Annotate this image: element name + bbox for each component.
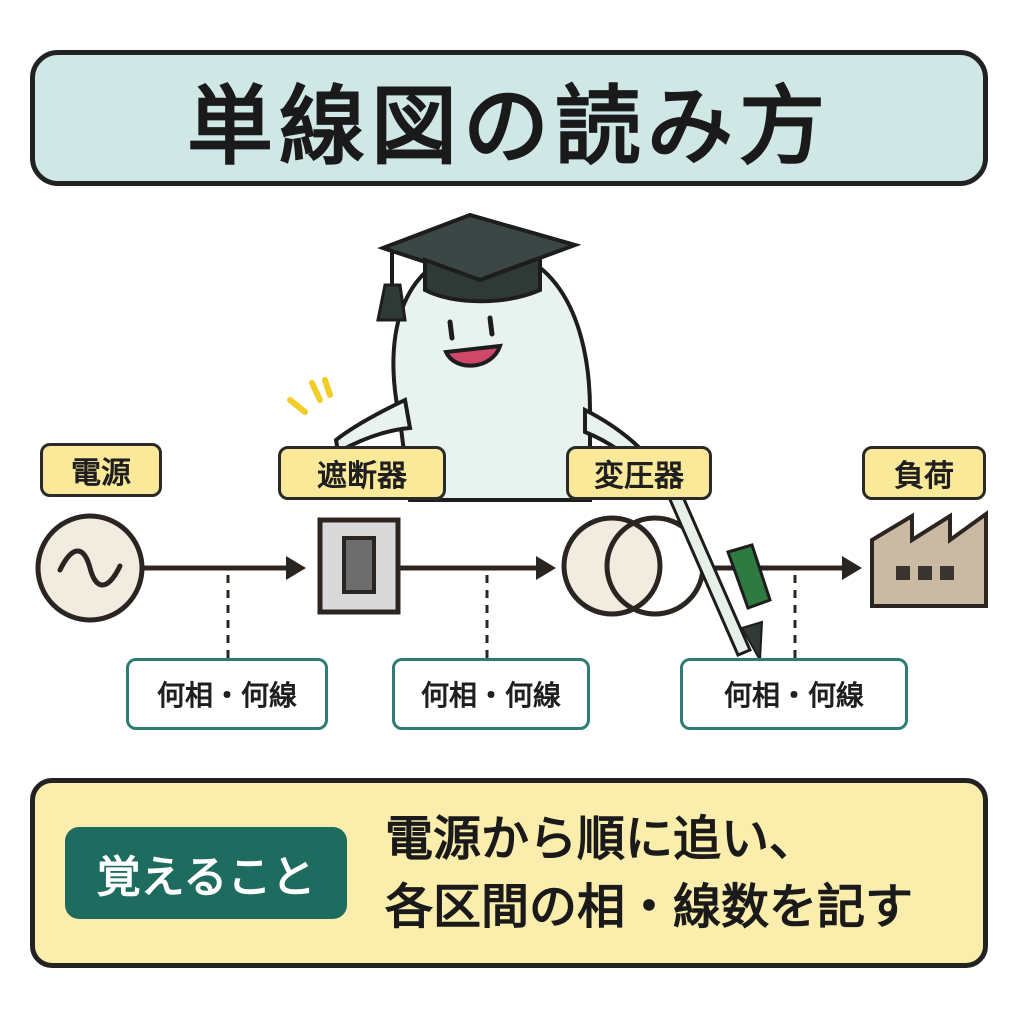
summary-text: 電源から順に追い、 各区間の相・線数を記す [385, 805, 913, 941]
tag-load: 負荷 [862, 446, 986, 500]
factory-icon [870, 510, 988, 608]
remember-badge-label: 覚えること [96, 852, 316, 903]
tag-breaker: 遮断器 [278, 446, 446, 500]
segment-box-3: 何相・何線 [680, 658, 908, 730]
segment-label: 何相・何線 [420, 679, 561, 712]
page-title: 単線図の読み方 [187, 76, 831, 177]
summary-line-2: 各区間の相・線数を記す [385, 879, 914, 935]
tag-breaker-label: 遮断器 [317, 459, 407, 494]
segment-box-1: 何相・何線 [126, 658, 328, 730]
tag-source-label: 電源 [71, 456, 131, 491]
remember-badge: 覚えること [65, 827, 347, 919]
ac-source-icon [35, 513, 145, 623]
graduation-cap-icon [376, 212, 582, 322]
summary-panel: 覚えること 電源から順に追い、 各区間の相・線数を記す [30, 778, 988, 968]
segment-box-2: 何相・何線 [392, 658, 590, 730]
transformer-icon [561, 515, 706, 617]
segment-label: 何相・何線 [156, 679, 297, 712]
tag-load-label: 負荷 [894, 459, 954, 494]
tag-transformer-label: 変圧器 [594, 459, 684, 494]
title-banner: 単線図の読み方 [30, 50, 988, 186]
power-flow-line [144, 556, 862, 580]
breaker-icon [317, 517, 401, 615]
tag-transformer: 変圧器 [566, 446, 712, 500]
segment-label: 何相・何線 [723, 679, 864, 712]
summary-line-1: 電源から順に追い、 [385, 811, 818, 867]
pen-icon [666, 488, 772, 664]
tag-source: 電源 [40, 443, 162, 497]
